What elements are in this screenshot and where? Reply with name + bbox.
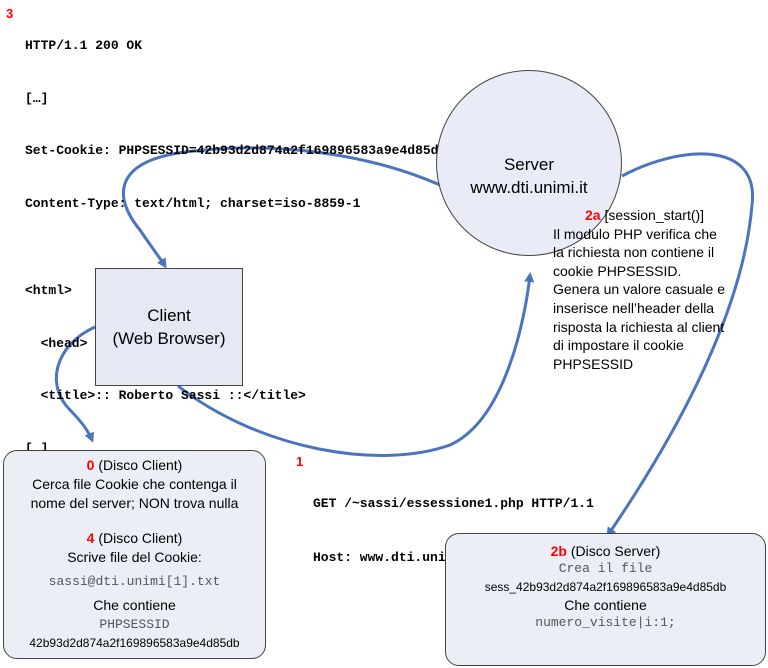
cookie-contains-label: Che contiene [93,597,176,613]
request-line: GET /~sassi/essessione1.php HTTP/1.1 [313,496,594,511]
step-4-title: (Disco Client) [94,530,183,546]
step-1-number: 1 [296,454,304,469]
step-0-line: Cerca file Cookie che contenga il [32,476,237,492]
step-2a-line: PHPSESSID [553,355,634,372]
disk-client-box: 0 (Disco Client) Cerca file Cookie che c… [3,450,266,659]
response-line: Content-Type: text/html; charset=iso-885… [25,195,361,211]
step-2a-line: la richiesta non contiene il [553,244,715,261]
step-2a-line: inserisce nell’header della [553,299,715,316]
http-response-text: HTTP/1.1 200 OK […] Set-Cookie: PHPSESSI… [25,2,509,475]
client-title: Client [147,306,191,325]
step-2a-line: cookie PHPSESSID. [553,262,682,279]
arrow-server-to-client [121,146,456,269]
step-2a-function: [session_start()] [600,207,705,223]
session-content: numero_visite|i:1; [535,615,676,630]
server-title: Server [503,155,555,174]
response-line: <title>:: Roberto Sassi ::</title> [25,388,306,403]
step-0-number: 0 [86,457,95,473]
step-2b-title: (Disco Server) [566,543,661,559]
step-2a-line: Genera un valore casuale e [553,281,725,298]
create-file-label: Crea il file [558,561,653,576]
step-2a-line: risposta la richiesta al client [553,318,725,335]
step-4-line: Scrive file del Cookie: [67,549,202,565]
response-line: HTTP/1.1 200 OK [25,38,143,53]
response-line: […] [25,90,49,106]
client-subtitle: (Web Browser) [112,329,226,348]
step-4-number: 4 [86,530,95,546]
session-contains-label: Che contiene [564,597,647,613]
arrow-client-to-disk [54,325,96,443]
server-label: Server www.dti.unimi.it [436,153,622,199]
server-host: www.dti.unimi.it [470,178,588,197]
step-2a-description: 2a [session_start()] Il modulo PHP verif… [553,206,763,373]
cookie-file-name: sassi@dti.unimi[1].txt [48,574,221,589]
response-line: Set-Cookie: PHPSESSID=42b93d2d874a2f1698… [25,143,509,158]
arrow-server-to-disk [606,152,754,538]
step-0-title: (Disco Client) [94,457,183,473]
client-node: Client (Web Browser) [95,268,243,386]
step-2a-line: di impostare il cookie [553,337,684,354]
session-file-name: sess_42b93d2d874a2f169896583a9e4d85db [484,580,727,594]
step-2a-line: Il modulo PHP verifica che [553,225,717,242]
cookie-value: 42b93d2d874a2f169896583a9e4d85db [29,636,240,650]
step-0-line: nome del server; NON trova nulla [30,495,239,511]
step-3-number: 3 [6,6,14,21]
response-line: <html> [25,283,72,298]
disk-server-box: 2b (Disco Server) Crea il file sess_42b9… [445,533,766,666]
response-line: <head> [25,335,88,351]
server-node [436,70,622,256]
step-2a-number: 2a [585,207,601,223]
step-2b-number: 2b [550,543,567,559]
arrow-client-to-server [177,272,535,457]
cookie-name: PHPSESSID [99,617,170,632]
